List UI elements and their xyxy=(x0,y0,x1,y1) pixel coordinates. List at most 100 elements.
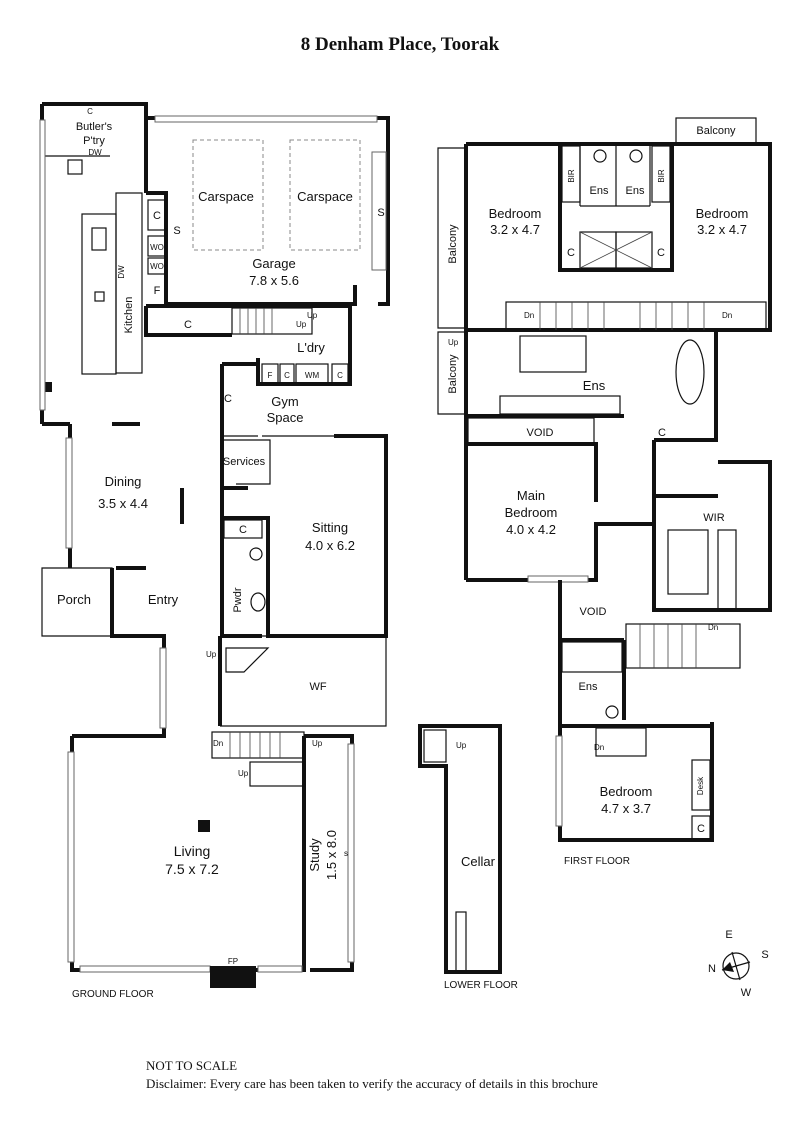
pwdr-up-label: Up xyxy=(206,650,217,659)
wall-pwdr xyxy=(222,516,270,636)
main-shower xyxy=(519,335,587,373)
lower-floor xyxy=(418,724,502,974)
bedroom-3-c-label: C xyxy=(697,823,705,835)
ground-floor xyxy=(39,102,390,988)
stair-entry xyxy=(225,647,270,673)
bir-1-label: BIR xyxy=(567,169,576,183)
dining-window xyxy=(65,437,73,549)
void-label: VOID xyxy=(580,606,607,618)
porch-label: Porch xyxy=(57,592,91,607)
first-floor-label: FIRST FLOOR xyxy=(564,856,630,867)
laundry-f-label: F xyxy=(268,371,273,380)
first-up-label: Up xyxy=(448,338,459,347)
carspace-2-outline xyxy=(289,139,361,251)
bedroom-2-label: Bedroom xyxy=(696,206,749,221)
first-dn4-label: Dn xyxy=(594,743,604,752)
laundry-f xyxy=(261,363,279,385)
garage-c2-label: C xyxy=(184,319,192,331)
study-window xyxy=(347,743,355,963)
services-wall xyxy=(222,439,271,485)
dining-label: Dining xyxy=(105,474,142,489)
stair-first-east-treads xyxy=(639,624,697,668)
stair-garage-treads xyxy=(239,308,273,334)
plan-title: 8 Denham Place, Toorak xyxy=(300,34,500,55)
bir-2-label: BIR xyxy=(657,169,666,183)
study-size: 1.5 x 8.0 xyxy=(324,830,339,880)
bedroom-2-size: 3.2 x 4.7 xyxy=(697,222,747,237)
garage-up2-label: Up xyxy=(307,311,318,320)
ground-floor-label: GROUND FLOOR xyxy=(72,989,154,1000)
first-dn-label: Dn xyxy=(524,311,534,320)
shower-2 xyxy=(615,231,653,269)
ens-1-label: Ens xyxy=(590,185,609,197)
wir-cabinet xyxy=(717,529,737,611)
compass-w: W xyxy=(741,987,752,999)
first-dn2-label: Dn xyxy=(722,311,732,320)
desk-label: Desk xyxy=(696,776,705,795)
garage-s2-label: S xyxy=(377,207,384,219)
compass-n: N xyxy=(708,963,716,975)
garage-window xyxy=(371,151,387,271)
services-label: Services xyxy=(223,456,266,468)
butlers-c-label: C xyxy=(87,107,93,116)
compass: E N S W xyxy=(708,929,769,999)
living-label: Living xyxy=(174,843,211,859)
dining-size: 3.5 x 4.4 xyxy=(98,496,148,511)
kitchen-counter xyxy=(115,192,143,374)
cellar-up-label: Up xyxy=(456,741,467,750)
ens-c1-label: C xyxy=(567,247,575,259)
stair-cellar xyxy=(423,729,447,763)
wall-cellar xyxy=(418,724,502,974)
ens-small-label: Ens xyxy=(579,681,598,693)
labels: C Butler's P'try DW Kitchen DW Carspace … xyxy=(57,107,748,1000)
entry-label: Entry xyxy=(148,592,179,607)
pwdr-toilet xyxy=(249,547,263,561)
living-size: 7.5 x 7.2 xyxy=(165,861,219,877)
butlers-label-1: Butler's xyxy=(76,121,113,133)
kitchen-island xyxy=(81,213,117,375)
kitchen-label: Kitchen xyxy=(123,297,135,334)
main-c-label: C xyxy=(658,427,666,439)
fireplace xyxy=(210,966,256,988)
pwdr-label: Pwdr xyxy=(232,587,244,612)
garage-size: 7.8 x 5.6 xyxy=(249,273,299,288)
wall-laundry xyxy=(144,304,352,386)
study-s-label: s xyxy=(344,849,348,858)
laundry-wm-label: WM xyxy=(305,371,320,380)
wall-oven-2 xyxy=(147,257,167,275)
bedroom-1-label: Bedroom xyxy=(489,206,542,221)
bedroom-south-window xyxy=(555,735,563,827)
main-bath xyxy=(675,339,705,405)
kitchen-sink xyxy=(94,291,105,302)
main-bedroom-label-1: Main xyxy=(517,488,545,503)
bedroom-3-label: Bedroom xyxy=(600,784,653,799)
carspace-2-label: Carspace xyxy=(297,189,353,204)
garage-door xyxy=(154,115,378,123)
bedroom-c xyxy=(691,815,711,841)
garage-s-label: S xyxy=(173,225,180,237)
bir-2 xyxy=(651,145,671,203)
main-ens-label: Ens xyxy=(583,378,606,393)
butlers-label-2: P'try xyxy=(83,135,105,147)
not-to-scale: NOT TO SCALE xyxy=(146,1058,238,1073)
garage-up-label: Up xyxy=(296,320,307,329)
first-floor xyxy=(437,117,772,842)
butlers-dw-label: DW xyxy=(88,148,102,157)
pwdr-basin xyxy=(250,592,266,612)
compass-north-arrow xyxy=(722,962,734,972)
shower-1 xyxy=(579,231,617,269)
bir-1 xyxy=(561,145,581,203)
compass-e: E xyxy=(725,929,732,941)
ens-toilet-small xyxy=(605,705,619,719)
garage-label: Garage xyxy=(252,256,295,271)
shower-diag xyxy=(579,231,653,269)
ens-toilet-2 xyxy=(629,149,643,163)
stair-first-north-treads xyxy=(539,302,705,330)
disclaimer: Disclaimer: Every care has been taken to… xyxy=(146,1076,598,1091)
garage-c-label: C xyxy=(153,210,161,222)
bedroom-1-size: 3.2 x 4.7 xyxy=(490,222,540,237)
carspace-1-label: Carspace xyxy=(198,189,254,204)
void-north xyxy=(467,417,595,445)
cooktop xyxy=(91,227,107,251)
living-window-south-2 xyxy=(257,965,303,973)
